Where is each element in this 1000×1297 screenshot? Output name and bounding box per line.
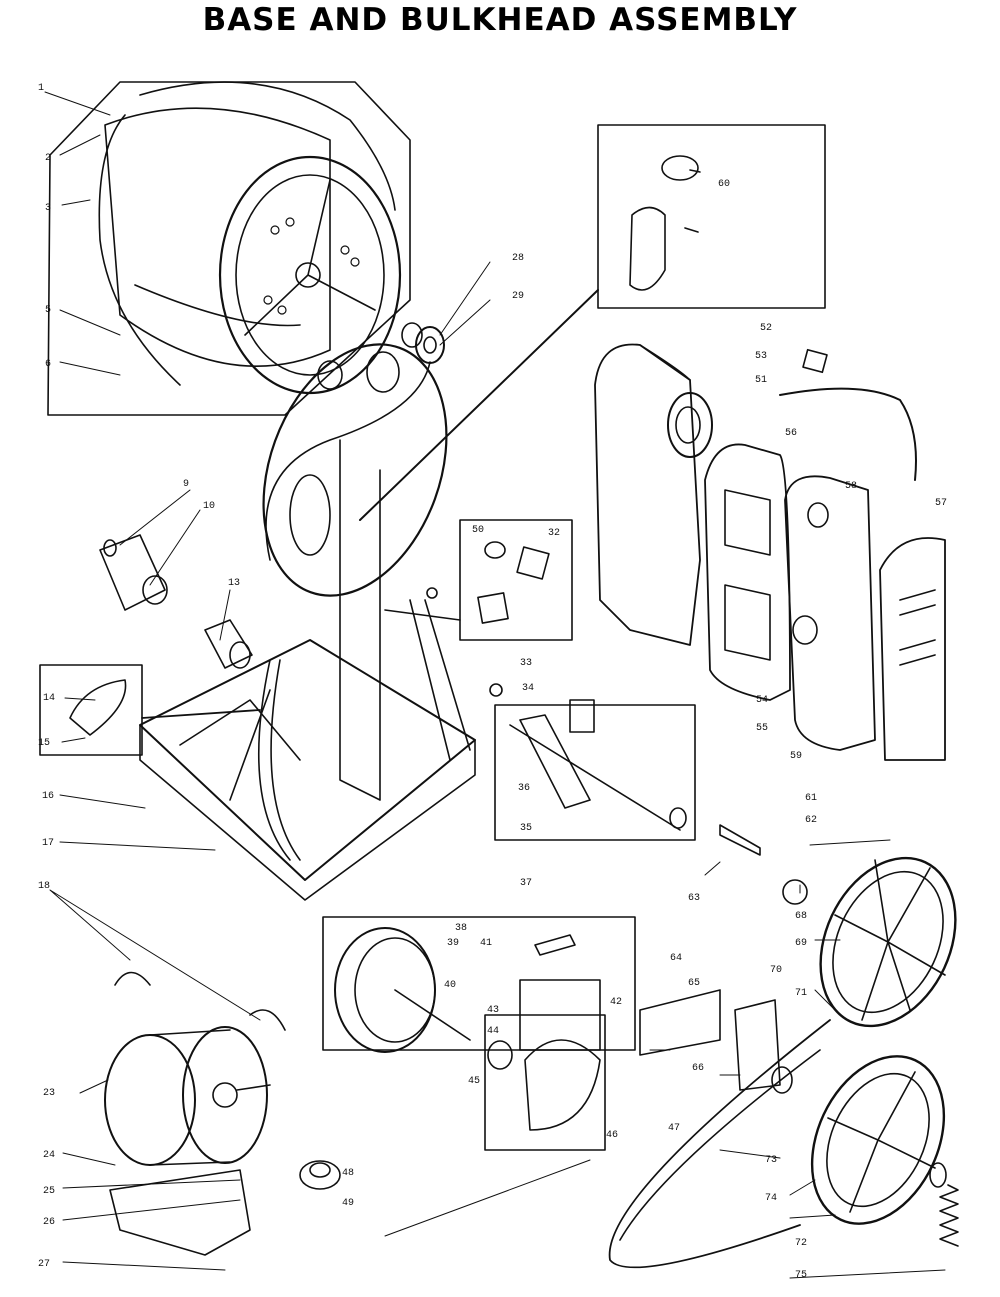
callout-36: 36: [518, 783, 530, 794]
callout-34: 34: [522, 683, 534, 694]
callout-38: 38: [455, 923, 467, 934]
callout-56: 56: [785, 428, 797, 439]
callout-46: 46: [606, 1130, 618, 1141]
callout-52: 52: [760, 323, 772, 334]
bulkhead-ring: [262, 343, 448, 597]
blower-wheel-inset: [322, 916, 636, 1151]
callout-64: 64: [670, 953, 682, 964]
callout-51: 51: [755, 375, 767, 386]
drum-belt: [139, 81, 396, 211]
callout-42: 42: [610, 997, 622, 1008]
callout-29: 29: [512, 291, 524, 302]
drum-front-rim: [218, 155, 402, 395]
drum-hub: [295, 262, 321, 288]
callout-32: 32: [548, 528, 560, 539]
callout-43: 43: [487, 1005, 499, 1016]
bulkhead-panels: [594, 343, 946, 761]
callout-35: 35: [520, 823, 532, 834]
callout-27: 27: [38, 1259, 50, 1270]
belt-loop-frame: [258, 659, 301, 861]
shaft-inset: [489, 683, 696, 841]
callout-16: 16: [42, 791, 54, 802]
callout-14: 14: [43, 693, 55, 704]
roller-parts: [265, 322, 445, 561]
callout-45: 45: [468, 1076, 480, 1087]
drum-assembly: [47, 81, 411, 416]
drum-seal: [98, 114, 181, 386]
callout-57: 57: [935, 498, 947, 509]
callout-54: 54: [756, 695, 768, 706]
callout-6: 6: [45, 359, 51, 370]
callout-26: 26: [43, 1217, 55, 1228]
callout-9: 9: [183, 479, 189, 490]
drum-inset-border: [47, 81, 411, 416]
callout-73: 73: [765, 1155, 777, 1166]
callout-23: 23: [43, 1088, 55, 1099]
callout-75: 75: [795, 1270, 807, 1281]
callout-2: 2: [45, 153, 51, 164]
callout-1: 1: [38, 83, 44, 94]
callout-15: 15: [38, 738, 50, 749]
left-inset: [39, 664, 261, 756]
callout-58: 58: [845, 481, 857, 492]
callout-72: 72: [795, 1238, 807, 1249]
inset-frame: [597, 124, 826, 309]
callout-68: 68: [795, 911, 807, 922]
callout-25: 25: [43, 1186, 55, 1197]
drum-baffle-holes: [263, 217, 360, 315]
callout-48: 48: [342, 1168, 354, 1179]
callout-41: 41: [480, 938, 492, 949]
callout-40: 40: [444, 980, 456, 991]
callout-24: 24: [43, 1150, 55, 1161]
drum-inner-rim: [235, 174, 385, 376]
callout-3: 3: [45, 203, 51, 214]
callout-44: 44: [487, 1026, 499, 1037]
callout-69: 69: [795, 938, 807, 949]
callout-5: 5: [45, 305, 51, 316]
motor-assembly: [104, 971, 341, 1256]
callout-39: 39: [447, 938, 459, 949]
thermostat-inset: [359, 124, 826, 521]
callout-10: 10: [203, 501, 215, 512]
diagram-title: BASE AND BULKHEAD ASSEMBLY: [202, 2, 798, 38]
leader-lines: [44, 91, 946, 1279]
inset-lead-line: [359, 289, 599, 521]
spring: [939, 1184, 959, 1247]
callout-37: 37: [520, 878, 532, 889]
callout-47: 47: [668, 1123, 680, 1134]
idler-bracket: [639, 824, 808, 1094]
callout-13: 13: [228, 578, 240, 589]
callout-17: 17: [42, 838, 54, 849]
callout-70: 70: [770, 965, 782, 976]
callout-18: 18: [38, 881, 50, 892]
callout-33: 33: [520, 658, 532, 669]
callout-66: 66: [692, 1063, 704, 1074]
callout-65: 65: [688, 978, 700, 989]
callout-labels: 1235691013141516171823242526272829323334…: [38, 83, 947, 1281]
pulley-assembly: [608, 856, 959, 1269]
blower-inset: [384, 519, 573, 641]
callout-61: 61: [805, 793, 817, 804]
callout-71: 71: [795, 988, 807, 999]
drum-body: [104, 107, 331, 367]
drum-spider-arms: [244, 179, 376, 336]
duct-hose: [779, 387, 917, 481]
bulkhead-frame: [139, 343, 476, 901]
callout-63: 63: [688, 893, 700, 904]
callout-49: 49: [342, 1198, 354, 1209]
callout-28: 28: [512, 253, 524, 264]
base-platform: [139, 639, 476, 881]
callout-50: 50: [472, 525, 484, 536]
callout-59: 59: [790, 751, 802, 762]
large-pulley: [819, 856, 957, 1028]
duct-parts: [99, 534, 253, 669]
callout-55: 55: [756, 723, 768, 734]
drive-belt: [608, 1019, 831, 1269]
callout-74: 74: [765, 1193, 777, 1204]
callout-53: 53: [755, 351, 767, 362]
callout-60: 60: [718, 179, 730, 190]
callout-62: 62: [805, 815, 817, 826]
